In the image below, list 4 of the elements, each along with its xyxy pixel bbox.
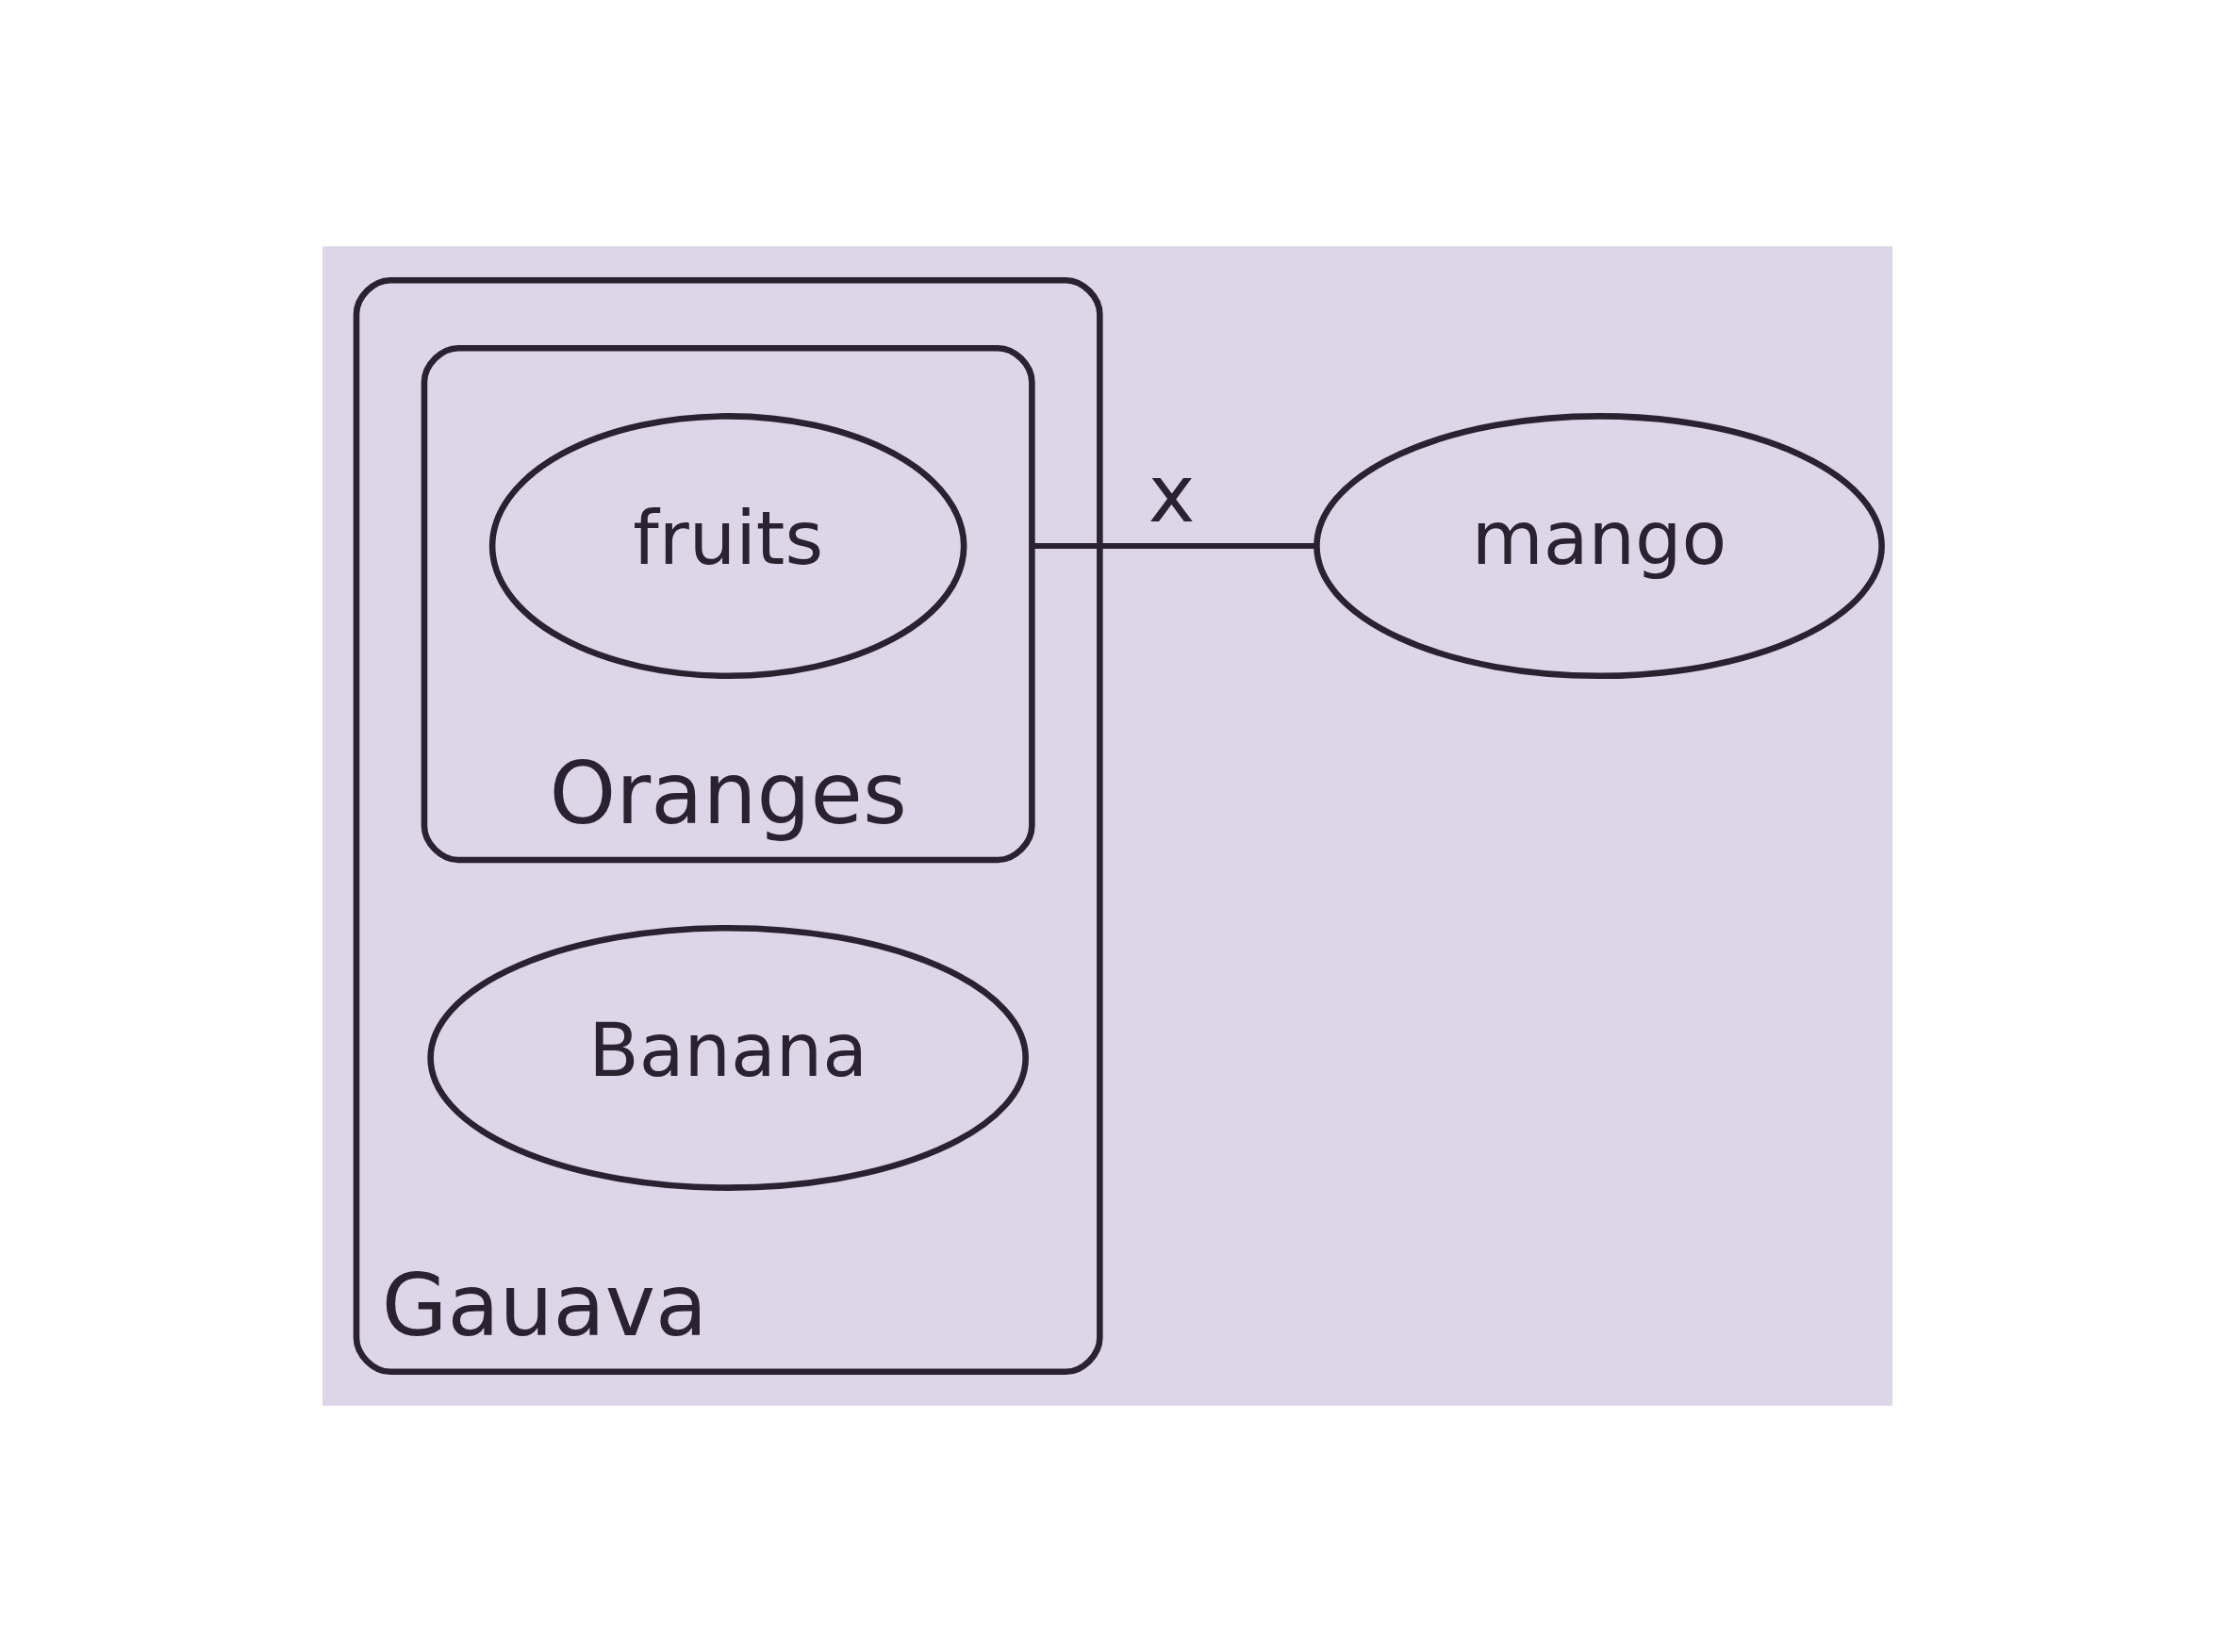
node-ellipse: Banana bbox=[426, 924, 1029, 1191]
node-ellipse: fruits bbox=[488, 413, 967, 680]
edge-label: x bbox=[1148, 448, 1195, 541]
node-ellipse: mango bbox=[1313, 413, 1885, 680]
